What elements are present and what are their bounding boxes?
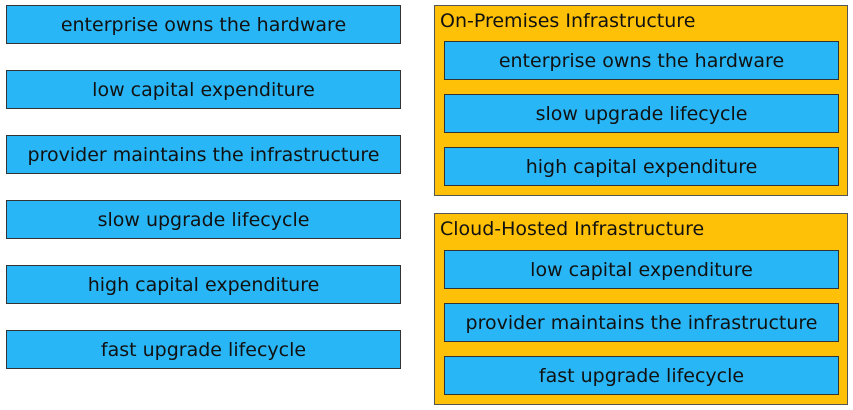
- source-item[interactable]: slow upgrade lifecycle: [6, 200, 401, 239]
- source-item[interactable]: enterprise owns the hardware: [6, 5, 401, 44]
- source-item[interactable]: provider maintains the infrastructure: [6, 135, 401, 174]
- source-item[interactable]: low capital expenditure: [6, 70, 401, 109]
- placed-item[interactable]: low capital expenditure: [444, 250, 839, 289]
- source-item[interactable]: high capital expenditure: [6, 265, 401, 304]
- source-item[interactable]: fast upgrade lifecycle: [6, 330, 401, 369]
- placed-item[interactable]: provider maintains the infrastructure: [444, 303, 839, 342]
- placed-item[interactable]: fast upgrade lifecycle: [444, 356, 839, 395]
- zone-title: On-Premises Infrastructure: [440, 10, 696, 32]
- placed-item[interactable]: slow upgrade lifecycle: [444, 94, 839, 133]
- drop-zone-cloud-hosted[interactable]: Cloud-Hosted Infrastructure low capital …: [434, 213, 848, 405]
- zone-title: Cloud-Hosted Infrastructure: [440, 218, 705, 240]
- placed-item[interactable]: high capital expenditure: [444, 147, 839, 186]
- drop-zone-on-premises[interactable]: On-Premises Infrastructure enterprise ow…: [434, 5, 848, 196]
- placed-item[interactable]: enterprise owns the hardware: [444, 41, 839, 80]
